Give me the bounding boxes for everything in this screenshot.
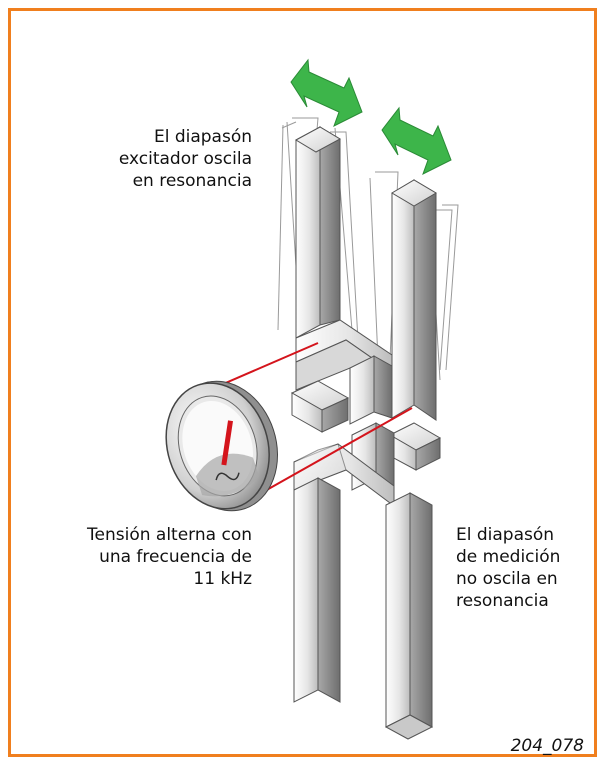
measurement-caption: El diapasón de medición no oscila en res… [456,525,561,611]
figure-id: 204_078 [510,736,584,756]
voltage-caption: Tensión alterna con una frecuencia de 11… [87,525,252,589]
double-arrow-icon [381,106,452,176]
ac-voltage-meter-icon [165,380,278,512]
wire-to-measurement [255,407,413,497]
connection-wires [213,342,413,497]
exciter-tuning-fork [277,117,459,433]
exciter-caption: El diapasón excitador oscila en resonanc… [118,127,252,191]
double-arrow-icon [290,58,363,128]
sine-wave-symbol [215,472,240,481]
measurement-tuning-fork [293,422,442,740]
wire-to-exciter [213,342,319,389]
figure-frame [8,8,597,757]
